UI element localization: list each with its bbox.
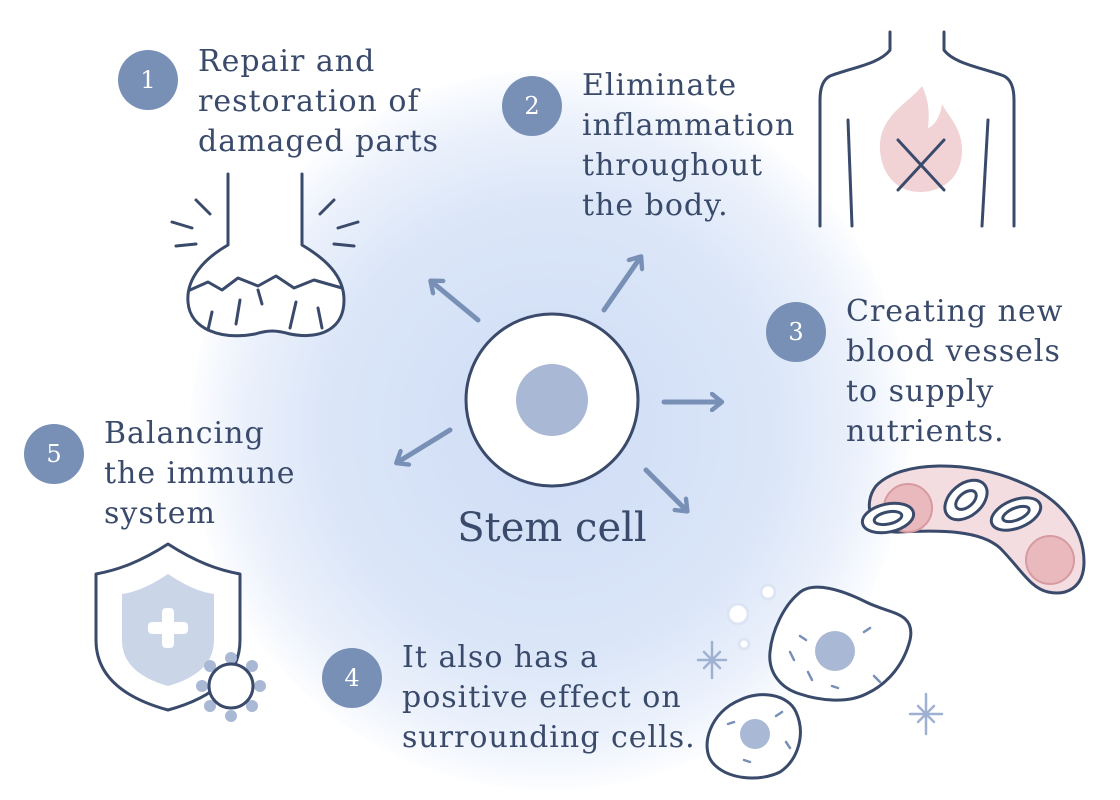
center-label: Stem cell	[457, 505, 647, 551]
stem-cell-nucleus	[516, 364, 588, 436]
torso-inflammation-icon	[818, 30, 1016, 228]
immune-cell	[207, 662, 255, 710]
effect-5-badge: 5	[24, 424, 84, 484]
sparkle-icon	[908, 692, 944, 736]
immune-shield-icon	[94, 542, 266, 722]
effect-2-badge: 2	[502, 76, 562, 136]
arrow-to-effect-5	[398, 427, 453, 462]
arrow-to-effect-4	[643, 467, 686, 510]
blood-vessel-icon	[860, 464, 1086, 595]
sparkle-icon	[696, 640, 728, 680]
flame-icon	[879, 86, 962, 192]
arrow-to-effect-1	[432, 282, 481, 323]
surrounding-cells-icon	[696, 583, 944, 780]
stem-cell	[464, 312, 640, 488]
damaged-bone-icon	[170, 172, 360, 338]
effect-1-badge: 1	[118, 50, 178, 110]
effect-4-badge: 4	[322, 648, 382, 708]
effect-3-badge: 3	[766, 302, 826, 362]
arrow-to-effect-2	[601, 258, 640, 313]
